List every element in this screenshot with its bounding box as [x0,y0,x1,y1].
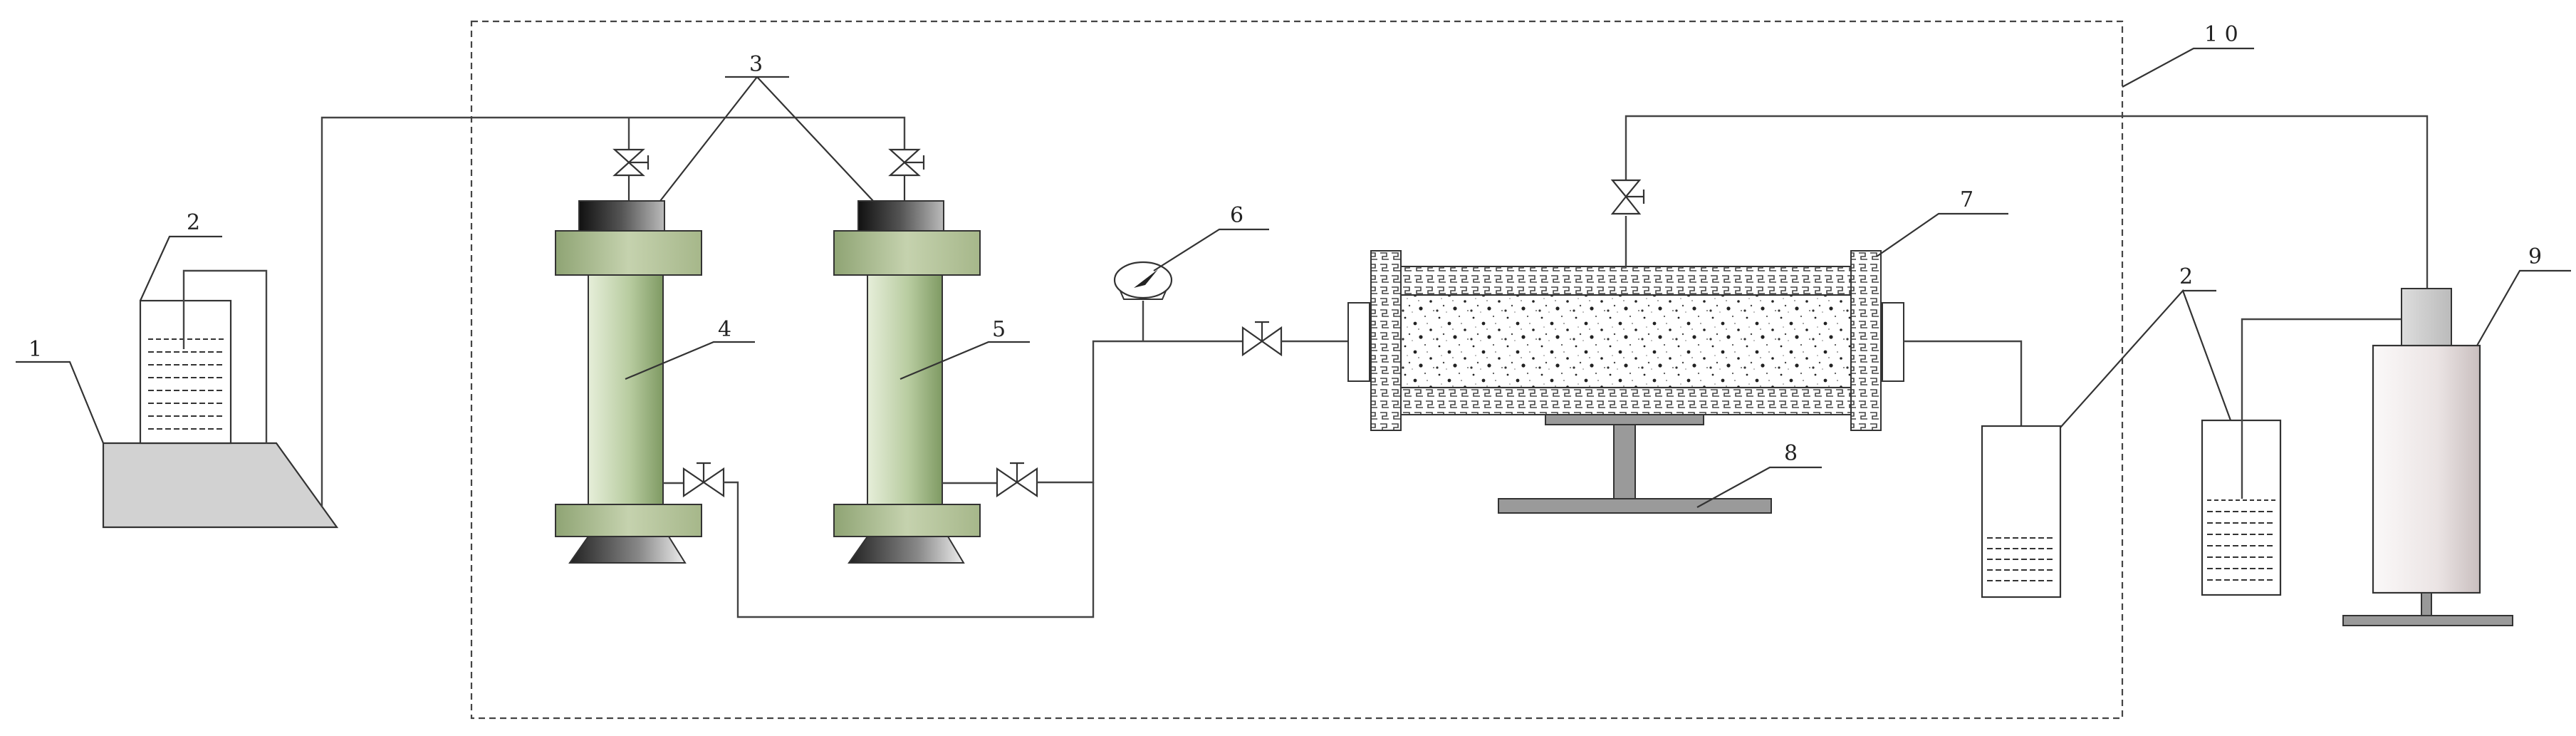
top-valve-right[interactable] [888,148,925,201]
leader-2-right [2060,289,2232,428]
tank-outlet-line [320,116,906,507]
core-outlet-line [1904,340,2023,426]
leader-1 [16,361,105,444]
source-tank [102,442,339,529]
pump [2342,288,2513,626]
label-5: 5 [992,317,1006,342]
leader-3 [659,76,874,202]
column-4-return-line [724,481,1095,618]
top-valve-left[interactable] [612,148,650,201]
core-inlet-valve[interactable] [1241,321,1283,357]
core-top-valve[interactable] [1610,179,1645,215]
enclosure-dashed-box [470,20,2124,720]
label-2-right: 2 [2179,264,2193,289]
label-1: 1 [28,337,42,362]
beaker-left [139,299,232,445]
column-4 [555,200,702,564]
label-10: 1 0 [2204,22,2238,47]
column-5 [833,200,981,564]
bottom-valve-column-4[interactable] [682,462,725,498]
support-stand [1498,414,1772,514]
label-3: 3 [749,52,763,77]
leader-7 [1876,212,2008,257]
core-holder [1347,250,1904,431]
leader-2-left [139,235,222,301]
leader-10 [2122,47,2254,88]
leader-8 [1696,466,1822,508]
bottom-valve-column-5[interactable] [996,462,1038,498]
pressure-gauge [1113,261,1173,341]
label-9: 9 [2528,244,2542,269]
label-4: 4 [718,317,731,342]
leader-6 [1153,228,1269,271]
label-7: 7 [1960,187,1973,212]
leader-9 [2476,269,2571,346]
beaker-siphon-tube [182,269,268,443]
leader-4 [625,341,755,380]
label-2-left: 2 [187,210,200,235]
label-8: 8 [1784,441,1798,466]
label-6: 6 [1230,203,1243,228]
collection-beaker-inside [1981,425,2062,598]
core-to-pump-line [1625,115,2429,289]
main-feed-line [1037,340,1243,484]
leader-5 [899,341,1030,380]
pump-suction-line [2241,318,2402,499]
